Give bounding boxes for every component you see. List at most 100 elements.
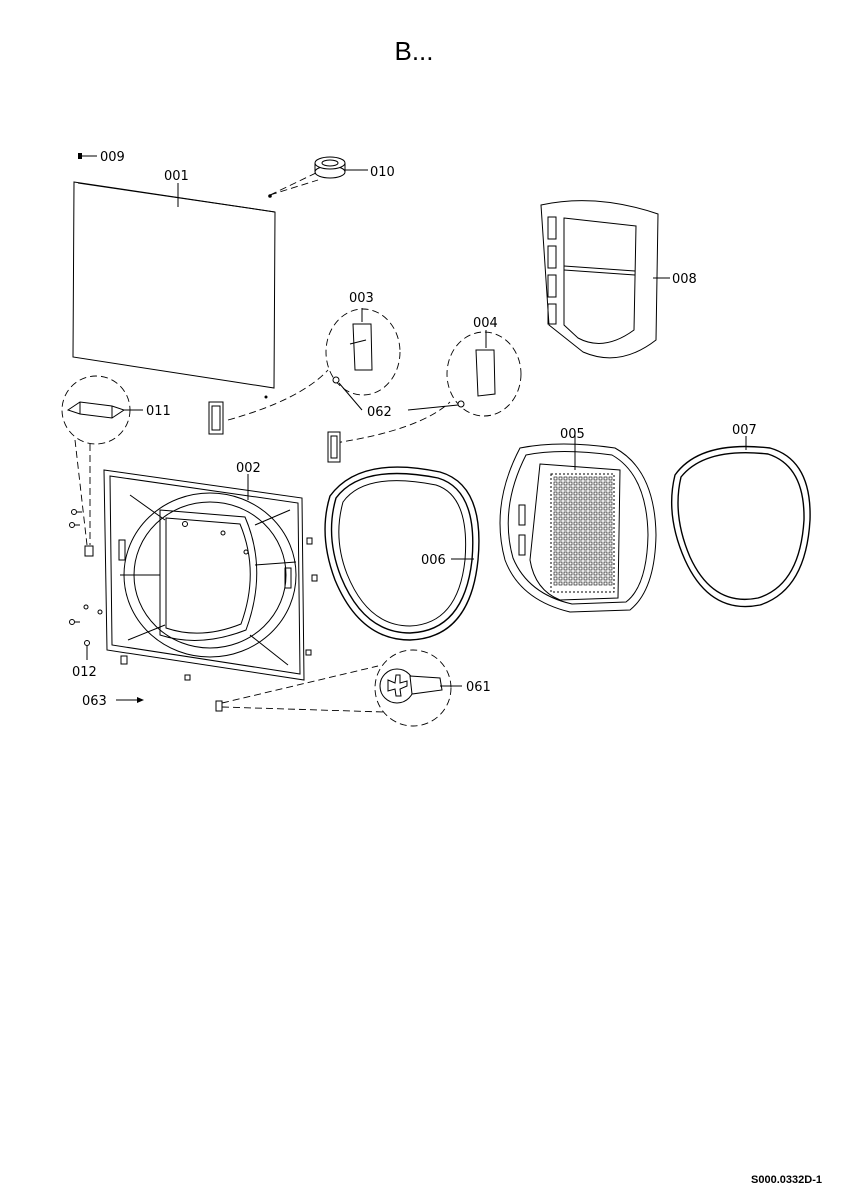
- mesh-cell: [603, 506, 608, 511]
- mesh-cell: [608, 531, 613, 536]
- part-063-screw: [116, 697, 144, 703]
- mesh-cell: [573, 536, 578, 541]
- mesh-cell: [558, 516, 563, 521]
- mesh-cell: [568, 576, 573, 581]
- mesh-cell: [553, 526, 558, 531]
- mesh-cell: [573, 481, 578, 486]
- mesh-cell: [573, 476, 578, 481]
- mesh-cell: [608, 526, 613, 531]
- mesh-cell: [588, 496, 593, 501]
- mesh-cell: [588, 531, 593, 536]
- mesh-cell: [603, 526, 608, 531]
- mesh-cell: [583, 566, 588, 571]
- mesh-cell: [603, 566, 608, 571]
- mesh-cell: [578, 556, 583, 561]
- mesh-cell: [603, 571, 608, 576]
- label-008: 008: [672, 272, 697, 287]
- mesh-cell: [558, 546, 563, 551]
- mesh-cell: [608, 506, 613, 511]
- mesh-cell: [608, 516, 613, 521]
- mesh-cell: [578, 536, 583, 541]
- mesh-cell: [558, 551, 563, 556]
- mesh-cell: [593, 506, 598, 511]
- mesh-cell: [563, 561, 568, 566]
- mesh-cell: [608, 476, 613, 481]
- label-001: 001: [164, 169, 189, 184]
- mesh-cell: [583, 531, 588, 536]
- mesh-cell: [558, 526, 563, 531]
- mesh-cell: [583, 486, 588, 491]
- mesh-cell: [588, 521, 593, 526]
- mesh-cell: [598, 511, 603, 516]
- mesh-cell: [568, 501, 573, 506]
- mesh-cell: [593, 576, 598, 581]
- mesh-cell: [568, 516, 573, 521]
- mesh-cell: [553, 521, 558, 526]
- mesh-cell: [553, 516, 558, 521]
- part-005-inner-cover: [499, 435, 657, 613]
- mesh-cell: [558, 541, 563, 546]
- part-004-hinge: [334, 330, 522, 444]
- mesh-cell: [573, 496, 578, 501]
- mesh-cell: [608, 566, 613, 571]
- mesh-cell: [608, 556, 613, 561]
- mesh-cell: [573, 511, 578, 516]
- mesh-cell: [553, 566, 558, 571]
- mesh-cell: [588, 576, 593, 581]
- mesh-cell: [563, 546, 568, 551]
- mesh-cell: [608, 551, 613, 556]
- mesh-cell: [603, 581, 608, 586]
- mesh-cell: [608, 581, 613, 586]
- mesh-cell: [608, 561, 613, 566]
- mesh-cell: [573, 556, 578, 561]
- mesh-cell: [568, 506, 573, 511]
- mesh-cell: [603, 491, 608, 496]
- mesh-cell: [553, 511, 558, 516]
- mesh-cell: [598, 506, 603, 511]
- label-006: 006: [421, 553, 446, 568]
- mesh-cell: [558, 511, 563, 516]
- mesh-cell: [608, 546, 613, 551]
- mesh-cell: [608, 521, 613, 526]
- mesh-cell: [588, 571, 593, 576]
- mesh-cell: [588, 481, 593, 486]
- mesh-cell: [578, 481, 583, 486]
- mesh-cell: [573, 546, 578, 551]
- part-061-handle: [215, 649, 462, 727]
- label-003: 003: [349, 291, 374, 306]
- mesh-cell: [603, 541, 608, 546]
- mesh-cell: [553, 531, 558, 536]
- mesh-cell: [608, 541, 613, 546]
- mesh-cell: [553, 501, 558, 506]
- mesh-cell: [588, 581, 593, 586]
- mesh-cell: [603, 511, 608, 516]
- mesh-cell: [573, 571, 578, 576]
- mesh-cell: [563, 541, 568, 546]
- mesh-cell: [603, 476, 608, 481]
- mesh-cell: [553, 571, 558, 576]
- mesh-cell: [583, 551, 588, 556]
- mesh-cell: [558, 521, 563, 526]
- page-title: B...: [394, 36, 434, 66]
- mesh-cell: [598, 496, 603, 501]
- mesh-cell: [588, 561, 593, 566]
- mesh-cell: [593, 561, 598, 566]
- mesh-cell: [583, 576, 588, 581]
- mesh-cell: [553, 496, 558, 501]
- mesh-cell: [558, 566, 563, 571]
- mesh-cell: [563, 511, 568, 516]
- mesh-cell: [598, 516, 603, 521]
- mesh-cell: [573, 516, 578, 521]
- mesh-cell: [593, 531, 598, 536]
- mesh-cell: [558, 536, 563, 541]
- mesh-cell: [593, 516, 598, 521]
- mesh-cell: [563, 536, 568, 541]
- mesh-cell: [578, 521, 583, 526]
- mesh-cell: [593, 486, 598, 491]
- mesh-cell: [578, 531, 583, 536]
- mesh-cell: [578, 551, 583, 556]
- mesh-cell: [578, 566, 583, 571]
- mesh-cell: [583, 511, 588, 516]
- mesh-cell: [583, 501, 588, 506]
